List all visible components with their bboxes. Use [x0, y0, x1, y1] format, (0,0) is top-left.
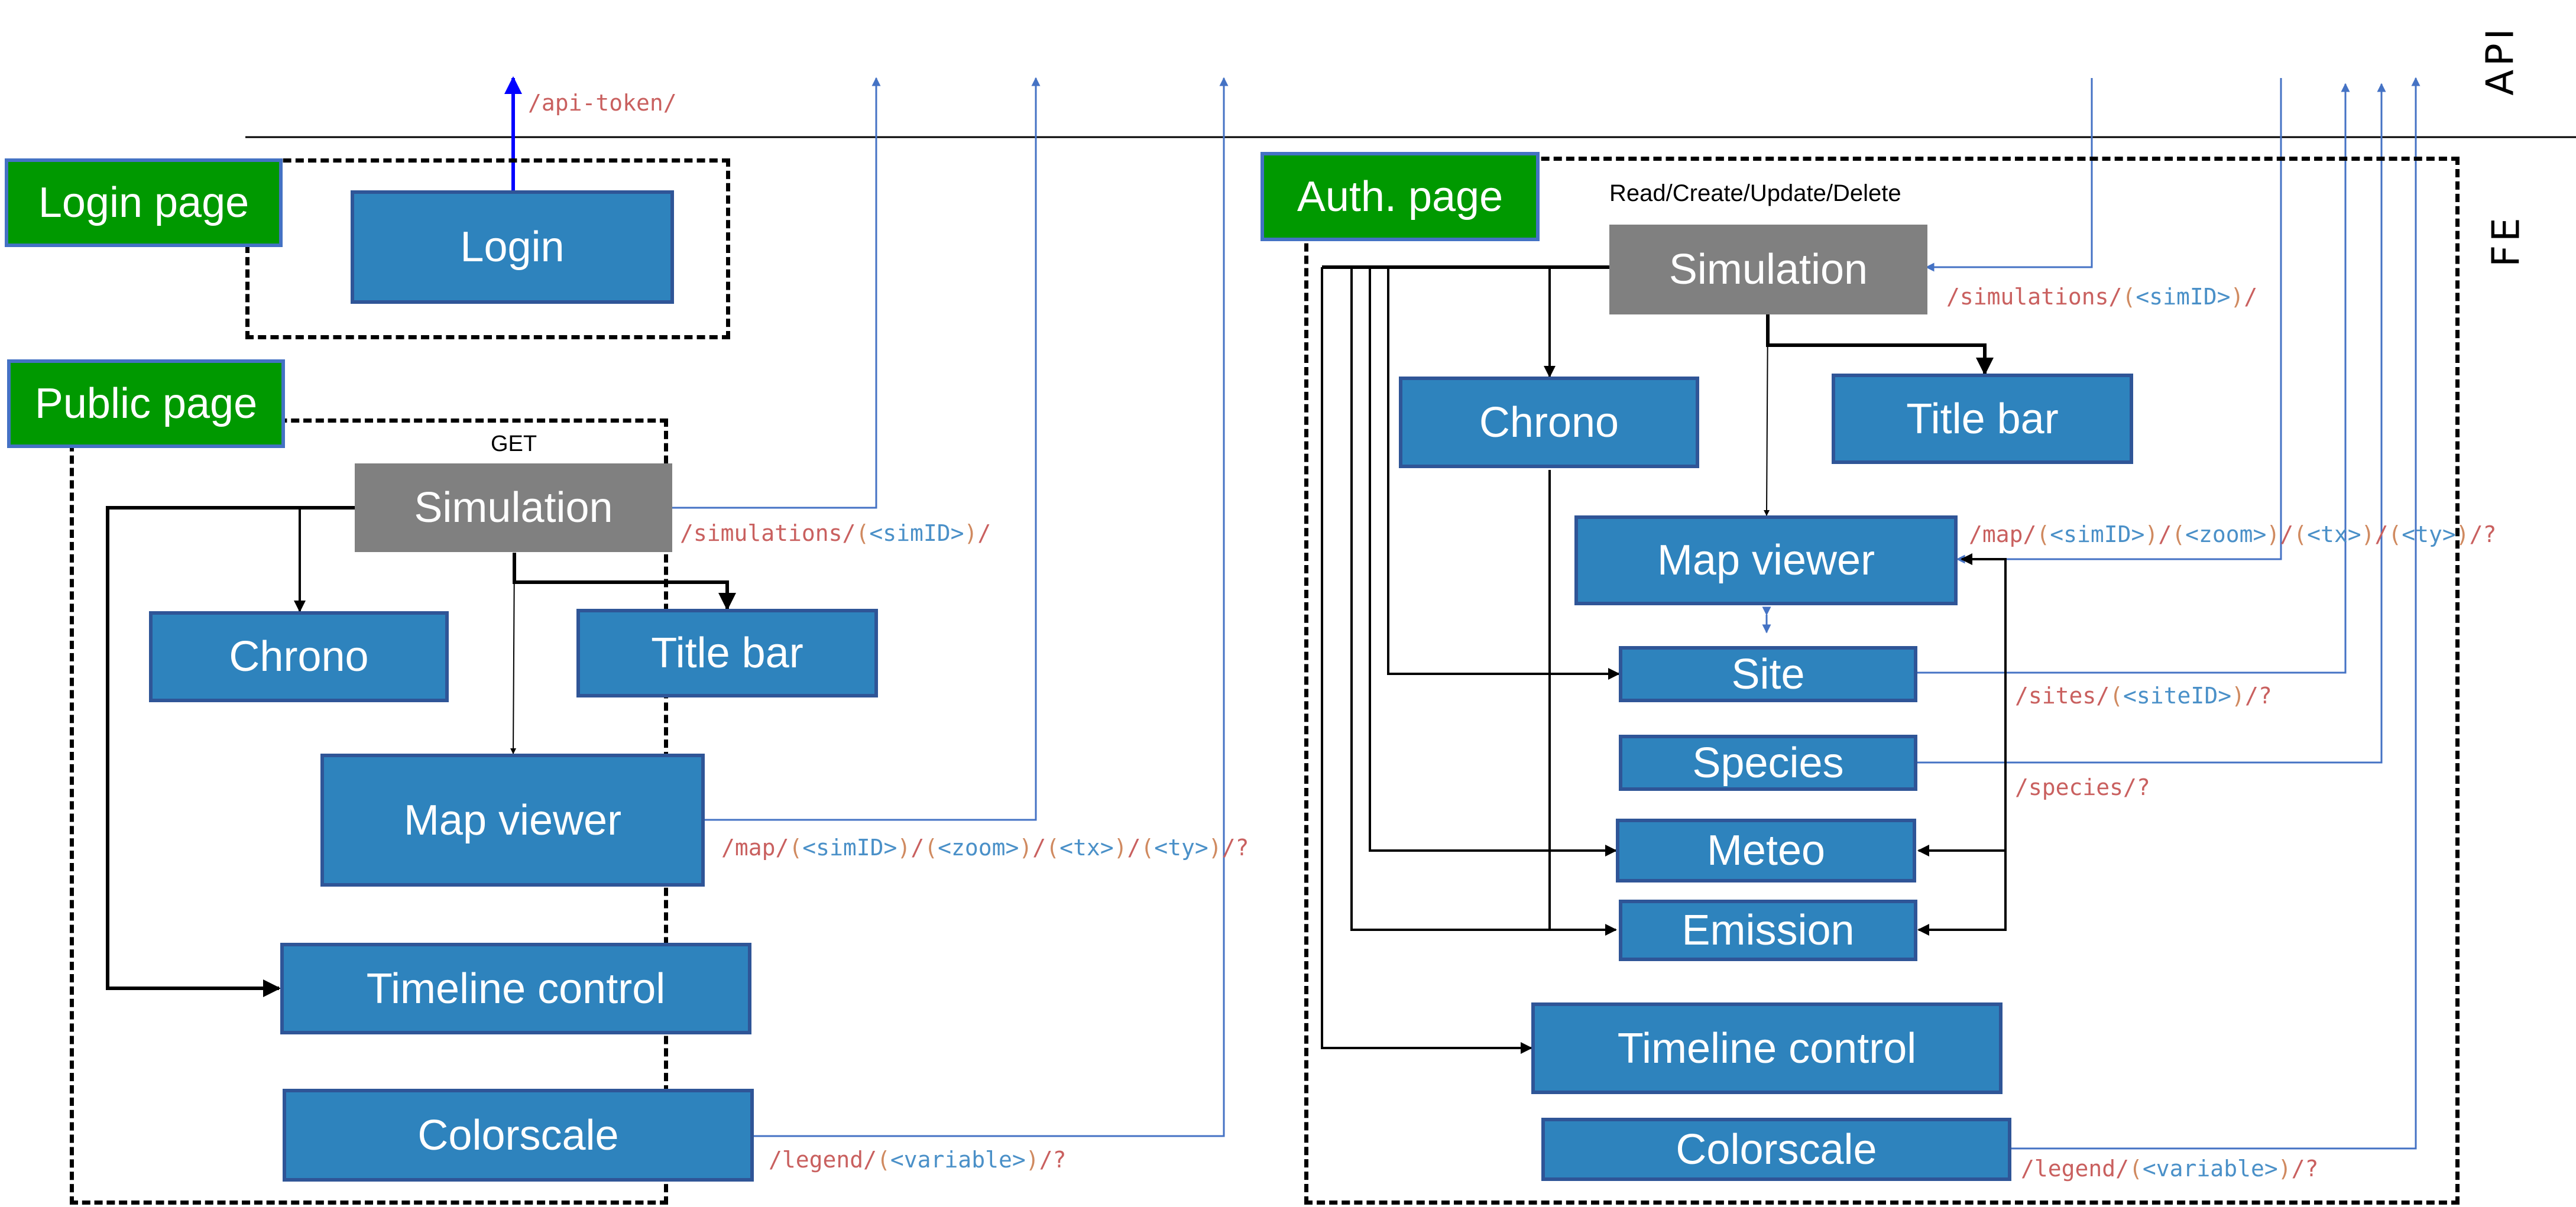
auth-simulation-component[interactable]: Simulation	[1609, 225, 1927, 314]
auth-sim-to-mapviewer	[1764, 313, 1770, 516]
auth-species-endpoint: /species/?	[2015, 774, 2150, 800]
auth-map-endpoint: /map/(<simID>)/(<zoom>)/(<tx>)/(<ty>)/?	[1969, 521, 2497, 547]
public-simulations-endpoint: /simulations/(<simID>)/	[680, 520, 991, 546]
public-chrono-component[interactable]: Chrono	[149, 611, 449, 702]
auth-simulations-endpoint: /simulations/(<simID>)/	[1946, 284, 2258, 310]
auth-titlebar-component[interactable]: Title bar	[1832, 374, 2133, 464]
api-token-endpoint: /api-token/	[528, 90, 677, 116]
auth-page-container	[1304, 157, 2460, 1205]
auth-sim-to-site	[1387, 267, 1620, 680]
auth-meteo-component[interactable]: Meteo	[1616, 819, 1916, 882]
auth-species-component[interactable]: Species	[1619, 735, 1917, 791]
auth-species-api-link	[1917, 83, 2386, 764]
public-map-endpoint: /map/(<simID>)/(<zoom>)/(<tx>)/(<ty>)/?	[721, 835, 1249, 861]
public-mapviewer-component[interactable]: Map viewer	[320, 754, 705, 887]
auth-mapviewer-component[interactable]: Map viewer	[1574, 515, 1958, 605]
auth-colorscale-api-link	[2011, 77, 2421, 1150]
public-titlebar-component[interactable]: Title bar	[576, 609, 878, 697]
public-colorscale-component[interactable]: Colorscale	[283, 1089, 754, 1182]
public-page-tag: Public page	[7, 359, 285, 448]
login-page-container	[245, 158, 730, 339]
auth-sim-to-emission	[1350, 267, 1617, 936]
auth-chrono-component[interactable]: Chrono	[1399, 377, 1699, 468]
public-method-label: GET	[491, 431, 537, 456]
api-layer-label: API	[2478, 25, 2523, 96]
auth-site-component[interactable]: Site	[1619, 646, 1917, 702]
public-timeline-component[interactable]: Timeline control	[280, 943, 751, 1034]
auth-sim-to-meteo	[1369, 267, 1617, 856]
public-legend-endpoint: /legend/(<variable>)/?	[769, 1147, 1067, 1173]
login-page-tag: Login page	[5, 158, 283, 247]
auth-page-tag: Auth. page	[1261, 152, 1540, 241]
public-sim-to-timeline	[106, 506, 355, 997]
auth-legend-endpoint: /legend/(<variable>)/?	[2021, 1156, 2319, 1182]
auth-colorscale-component[interactable]: Colorscale	[1541, 1118, 2011, 1181]
public-map-api-link	[704, 77, 1041, 821]
auth-method-label: Read/Create/Update/Delete	[1609, 180, 1901, 206]
auth-bus-to-emission	[1917, 851, 2007, 936]
auth-bus-to-mapviewer	[1961, 553, 2007, 851]
public-simulation-api-link	[672, 77, 881, 509]
fe-layer-label: FE	[2484, 214, 2529, 267]
public-simulation-component[interactable]: Simulation	[355, 463, 672, 552]
auth-sites-endpoint: /sites/(<siteID>)/?	[2015, 683, 2272, 709]
auth-timeline-component[interactable]: Timeline control	[1531, 1002, 2003, 1094]
auth-map-api-link	[1956, 78, 2282, 564]
auth-emission-component[interactable]: Emission	[1619, 900, 1917, 961]
auth-site-api-link	[1917, 83, 2350, 674]
public-colorscale-api-link	[754, 77, 1229, 1137]
auth-sim-to-timeline	[1321, 267, 1532, 1054]
login-component[interactable]: Login	[351, 190, 674, 304]
public-sim-to-mapviewer	[510, 552, 517, 754]
auth-simulation-api-link	[1925, 78, 2093, 272]
